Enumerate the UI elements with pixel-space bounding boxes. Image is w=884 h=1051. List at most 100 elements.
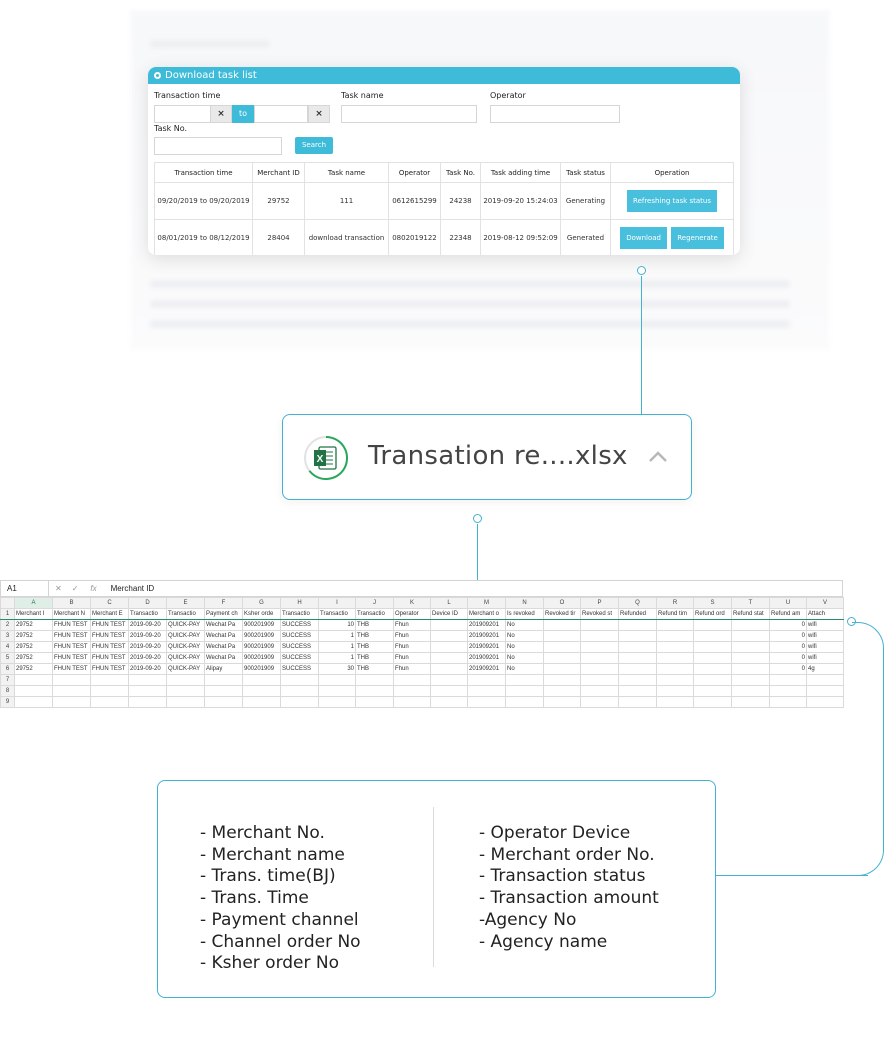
sheet-cell[interactable]: 1 [318, 652, 356, 664]
sheet-cell[interactable]: FHUN TEST [90, 663, 129, 675]
sheet-cell[interactable] [280, 696, 319, 708]
column-header[interactable]: U [769, 597, 807, 609]
sheet-cell[interactable] [580, 619, 619, 631]
sheet-cell[interactable] [242, 674, 281, 686]
sheet-cell[interactable] [14, 674, 53, 686]
sheet-cell[interactable] [430, 619, 468, 631]
sheet-cell[interactable] [52, 696, 91, 708]
clear-end-button[interactable]: × [308, 105, 330, 123]
sheet-cell[interactable] [505, 674, 544, 686]
column-header[interactable]: A [14, 597, 53, 609]
sheet-cell[interactable]: SUCCESS [280, 652, 319, 664]
sheet-cell[interactable] [580, 652, 619, 664]
sheet-cell[interactable] [731, 685, 770, 697]
column-header[interactable]: I [318, 597, 356, 609]
sheet-cell[interactable]: 2019-09-20 [128, 641, 167, 653]
sheet-cell[interactable]: Merchant o [467, 608, 506, 620]
sheet-cell[interactable]: FHUN TEST [90, 641, 129, 653]
sheet-cell[interactable] [656, 674, 694, 686]
sheet-cell[interactable]: FHUN TEST [52, 619, 91, 631]
sheet-cell[interactable]: No [505, 663, 544, 675]
column-header[interactable]: J [355, 597, 394, 609]
sheet-cell[interactable]: 29752 [14, 630, 53, 642]
sheet-cell[interactable]: 0 [769, 630, 807, 642]
transaction-time-start-input[interactable] [154, 105, 211, 123]
sheet-cell[interactable]: FHUN TEST [52, 652, 91, 664]
sheet-cell[interactable] [618, 685, 657, 697]
task-no-input[interactable] [154, 137, 282, 155]
sheet-cell[interactable]: Transactio [355, 608, 394, 620]
sheet-cell[interactable] [806, 696, 844, 708]
sheet-cell[interactable] [618, 619, 657, 631]
sheet-cell[interactable] [280, 674, 319, 686]
sheet-cell[interactable] [318, 685, 356, 697]
sheet-cell[interactable] [280, 685, 319, 697]
sheet-cell[interactable] [467, 674, 506, 686]
sheet-cell[interactable] [505, 685, 544, 697]
download-button[interactable]: Download [620, 227, 667, 249]
sheet-cell[interactable]: FHUN TEST [52, 630, 91, 642]
sheet-cell[interactable] [505, 696, 544, 708]
sheet-cell[interactable] [656, 630, 694, 642]
sheet-cell[interactable] [355, 696, 394, 708]
column-header[interactable]: B [52, 597, 91, 609]
sheet-cell[interactable]: Merchant E [90, 608, 129, 620]
sheet-cell[interactable] [769, 696, 807, 708]
sheet-cell[interactable] [393, 674, 431, 686]
search-button[interactable]: Search [295, 137, 333, 154]
sheet-cell[interactable] [14, 696, 53, 708]
sheet-cell[interactable] [166, 674, 205, 686]
sheet-cell[interactable] [693, 663, 732, 675]
sheet-cell[interactable]: 29752 [14, 641, 53, 653]
row-header[interactable]: 9 [0, 696, 15, 708]
sheet-cell[interactable] [580, 696, 619, 708]
sheet-cell[interactable]: Transactio [128, 608, 167, 620]
operator-input[interactable] [490, 105, 620, 123]
column-header[interactable]: F [204, 597, 243, 609]
sheet-cell[interactable]: Device ID [430, 608, 468, 620]
sheet-cell[interactable] [731, 696, 770, 708]
sheet-cell[interactable]: Refunded [618, 608, 657, 620]
sheet-cell[interactable] [806, 674, 844, 686]
transaction-time-end-input[interactable] [254, 105, 308, 123]
sheet-cell[interactable] [580, 641, 619, 653]
sheet-cell[interactable]: Merchant N [52, 608, 91, 620]
sheet-cell[interactable] [543, 674, 581, 686]
sheet-cell[interactable]: 2019-09-20 [128, 619, 167, 631]
sheet-cell[interactable] [618, 630, 657, 642]
sheet-cell[interactable] [430, 641, 468, 653]
select-all-corner[interactable] [0, 597, 15, 609]
sheet-cell[interactable]: 0 [769, 619, 807, 631]
sheet-cell[interactable]: 2019-09-20 [128, 663, 167, 675]
sheet-cell[interactable] [204, 685, 243, 697]
chevron-up-icon[interactable] [647, 446, 669, 468]
sheet-cell[interactable] [204, 674, 243, 686]
sheet-cell[interactable] [355, 674, 394, 686]
sheet-cell[interactable] [580, 663, 619, 675]
sheet-cell[interactable]: 900201909 [242, 630, 281, 642]
sheet-cell[interactable] [543, 663, 581, 675]
sheet-cell[interactable]: Operator [393, 608, 431, 620]
row-header[interactable]: 7 [0, 674, 15, 686]
sheet-cell[interactable]: 29752 [14, 652, 53, 664]
sheet-cell[interactable]: 900201909 [242, 652, 281, 664]
downloaded-file-chip[interactable]: X Transation re....xlsx [282, 414, 692, 500]
sheet-cell[interactable] [769, 685, 807, 697]
sheet-cell[interactable]: 2019-09-20 [128, 652, 167, 664]
sheet-cell[interactable] [128, 696, 167, 708]
sheet-cell[interactable]: QUICK-PAY [166, 663, 205, 675]
sheet-cell[interactable] [656, 641, 694, 653]
sheet-cell[interactable] [166, 696, 205, 708]
row-header[interactable]: 1 [0, 608, 15, 620]
sheet-cell[interactable]: Alipay [204, 663, 243, 675]
sheet-cell[interactable] [543, 641, 581, 653]
sheet-cell[interactable]: 1 [318, 641, 356, 653]
sheet-cell[interactable]: No [505, 641, 544, 653]
sheet-cell[interactable] [242, 685, 281, 697]
sheet-cell[interactable] [430, 652, 468, 664]
sheet-cell[interactable] [656, 696, 694, 708]
sheet-cell[interactable]: Fhun [393, 652, 431, 664]
sheet-cell[interactable]: wifi [806, 619, 844, 631]
sheet-cell[interactable]: QUICK-PAY [166, 630, 205, 642]
sheet-cell[interactable] [430, 685, 468, 697]
